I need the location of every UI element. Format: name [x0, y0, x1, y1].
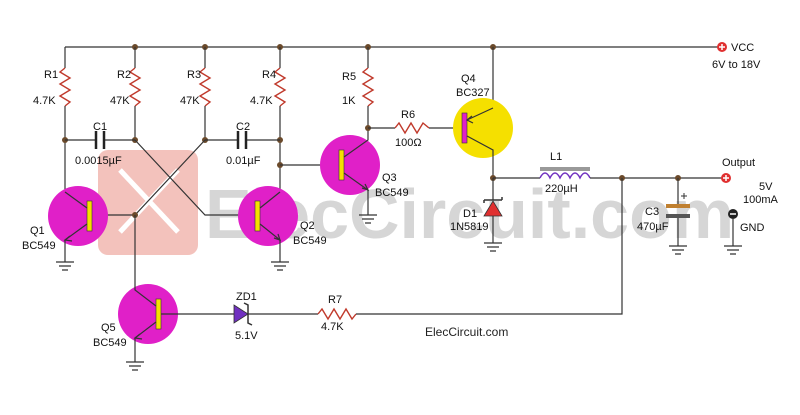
r5-value: 1K	[342, 95, 356, 107]
r7-value: 4.7K	[321, 321, 344, 333]
r1-value: 4.7K	[33, 95, 56, 107]
resistor-r7	[317, 178, 623, 321]
q2-type: BC549	[293, 235, 327, 247]
q1-type: BC549	[22, 240, 56, 252]
transistor-q2	[238, 186, 298, 271]
r3-ref: R3	[187, 69, 201, 81]
vcc-range: 6V to 18V	[712, 59, 761, 71]
q5-type: BC549	[93, 337, 127, 349]
transistor-q5	[118, 215, 178, 371]
vcc-label: VCC	[731, 42, 754, 54]
footer-site-text: ElecCircuit.com	[425, 325, 508, 339]
c3-value: 470µF	[637, 221, 669, 233]
r5-ref: R5	[342, 71, 356, 83]
capacitor-c1	[65, 131, 135, 149]
transistor-q3	[280, 128, 380, 224]
resistor-r5	[361, 47, 375, 131]
zd1-type: 5.1V	[235, 330, 258, 342]
r4-value: 4.7K	[250, 95, 273, 107]
q5-ref: Q5	[101, 322, 116, 334]
q1-ref: Q1	[30, 225, 45, 237]
c1-ref: C1	[93, 121, 107, 133]
l1-ref: L1	[550, 151, 562, 163]
capacitor-c2	[205, 131, 280, 149]
c2-value: 0.01µF	[226, 155, 261, 167]
r2-ref: R2	[117, 69, 131, 81]
c3-ref: C3	[645, 206, 659, 218]
output-terminal	[721, 173, 731, 183]
gnd-terminal	[724, 209, 742, 255]
q4-ref: Q4	[461, 73, 476, 85]
transistor-q1	[48, 186, 108, 271]
r6-ref: R6	[401, 109, 415, 121]
q3-type: BC549	[375, 187, 409, 199]
c1-value: 0.0015µF	[75, 155, 122, 167]
output-current: 100mA	[743, 194, 779, 206]
zd1-ref: ZD1	[236, 291, 257, 303]
d1-ref: D1	[463, 208, 477, 220]
resistor-r4	[273, 47, 287, 190]
l1-value: 220µH	[545, 183, 578, 195]
resistor-r1	[58, 47, 72, 190]
capacitor-c3	[666, 178, 690, 255]
q3-ref: Q3	[382, 172, 397, 184]
r4-ref: R4	[262, 69, 276, 81]
diode-d1	[483, 178, 503, 252]
gnd-label: GND	[740, 222, 765, 234]
c2-ref: C2	[236, 121, 250, 133]
r2-value: 47K	[110, 95, 130, 107]
d1-type: 1N5819	[450, 221, 489, 233]
output-voltage: 5V	[759, 181, 773, 193]
r7-ref: R7	[328, 294, 342, 306]
transistor-q4	[453, 47, 513, 181]
q2-ref: Q2	[300, 220, 315, 232]
resistor-r3	[198, 47, 212, 143]
resistor-r6	[368, 121, 462, 135]
vcc-rail	[65, 42, 727, 52]
inductor-l1	[493, 167, 722, 181]
zener-zd1	[161, 302, 318, 326]
q4-type: BC327	[456, 87, 490, 99]
output-label: Output	[722, 157, 755, 169]
watermark-logo	[98, 150, 198, 255]
r6-value: 100Ω	[395, 137, 422, 149]
r1-ref: R1	[44, 69, 58, 81]
r3-value: 47K	[180, 95, 200, 107]
resistor-r2	[128, 47, 142, 143]
